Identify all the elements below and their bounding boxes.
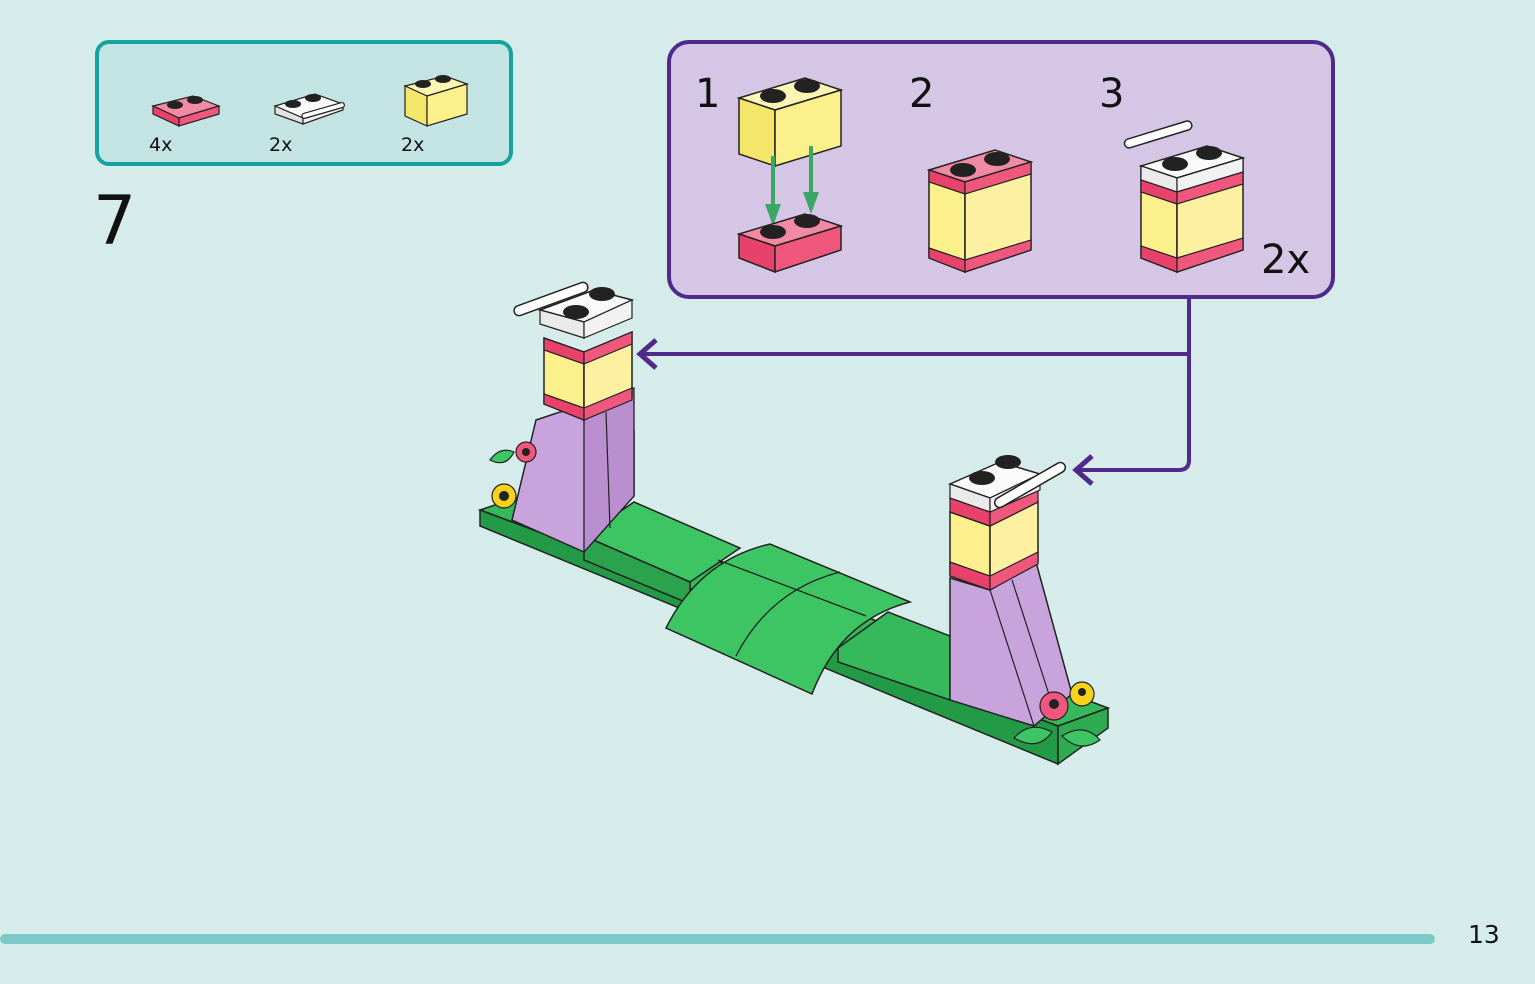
yellow-brick-icon: [403, 75, 469, 127]
parts-list-box: 4x 2x 2x: [95, 40, 513, 166]
arrowhead-left-icon: [636, 338, 658, 370]
right-pillar-icon: [947, 455, 1073, 727]
part-yellow-brick: 2x: [401, 60, 491, 160]
arrowhead-lower-icon: [1072, 454, 1094, 486]
sub-assembly-drawing: [736, 77, 1246, 274]
flower-right-icon: [1013, 681, 1101, 747]
white-handle-plate-icon: [273, 93, 345, 125]
left-pillar-icon: [511, 281, 635, 554]
sub-step-1-yellow-brick-icon: [736, 77, 844, 168]
part-white-handle-plate: 2x: [269, 60, 359, 160]
footer-progress-bar: [0, 934, 1435, 944]
part-qty: 4x: [149, 134, 173, 156]
flower-left-icon: [489, 441, 537, 509]
sub-step-2-combined-icon: [926, 149, 1034, 274]
sub-step-label-3: 3: [1099, 71, 1125, 117]
part-qty: 2x: [269, 134, 293, 156]
sub-step-label-1: 1: [695, 71, 721, 117]
step-number: 7: [93, 182, 137, 261]
connector-arrow-icon: [642, 299, 1191, 472]
sub-step-label-2: 2: [909, 71, 935, 117]
green-arrow-icon: [765, 146, 819, 226]
sub-step-1-pink-plate-icon: [736, 213, 844, 274]
page-number: 13: [1468, 920, 1500, 949]
sub-assembly-multiplier: 2x: [1261, 237, 1311, 283]
pink-plate-icon: [151, 95, 221, 127]
sub-step-3-assembly-icon: [1123, 120, 1246, 274]
part-pink-plate: 4x: [149, 60, 239, 160]
part-qty: 2x: [401, 134, 425, 156]
sub-assembly-box: 1 2 3 2x: [667, 40, 1335, 299]
